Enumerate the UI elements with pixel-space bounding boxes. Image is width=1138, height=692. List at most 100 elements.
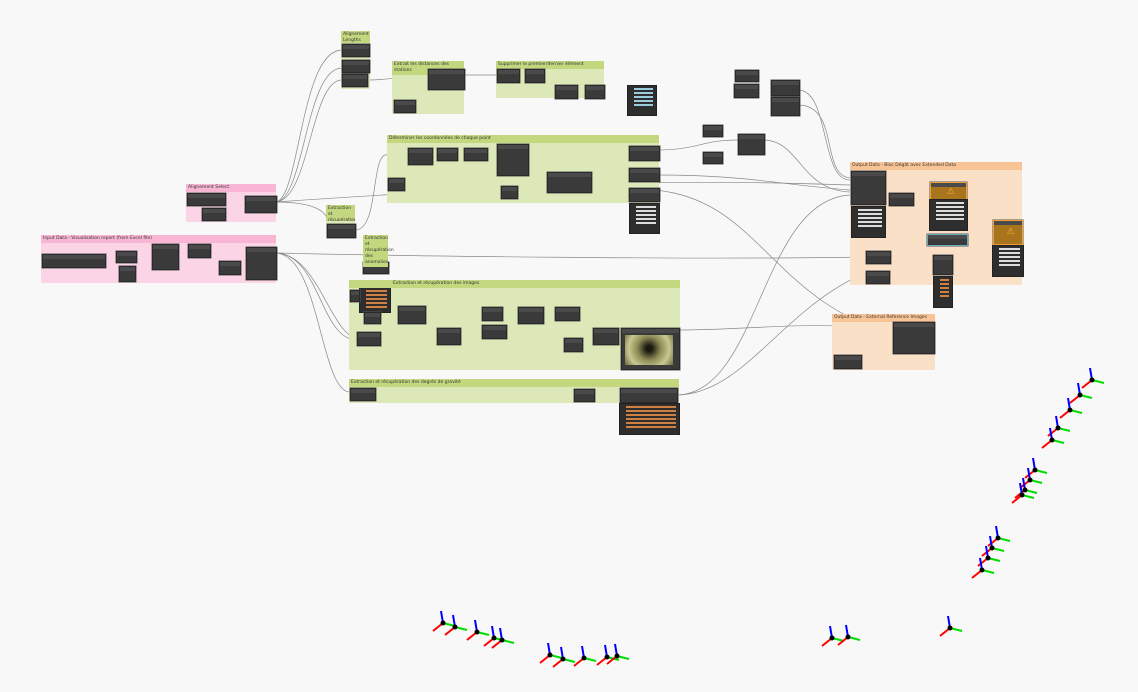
node[interactable] [245,196,277,213]
point-marker [604,654,610,660]
node[interactable] [629,146,660,161]
node[interactable] [518,307,544,324]
point-marker [1077,392,1083,398]
node[interactable] [933,255,953,275]
point-marker [989,545,995,551]
group-title: Déterminer les coordonnées de chaque poi… [387,135,659,143]
point-marker [979,567,985,573]
point-marker [581,655,587,661]
node[interactable] [327,224,356,238]
point-marker [499,637,505,643]
point-marker [985,555,991,561]
node[interactable] [437,328,461,345]
group-title: Extraction et récupération des distances [326,205,355,221]
node[interactable] [585,85,605,99]
node[interactable] [202,208,226,221]
node[interactable] [464,148,488,161]
node[interactable] [364,312,381,324]
warning-node[interactable] [993,220,1023,245]
selected-node[interactable] [927,234,968,246]
node[interactable] [188,244,211,258]
select-alignment-node[interactable] [187,193,226,206]
node[interactable] [525,69,545,83]
node[interactable] [547,172,592,193]
watch-node[interactable] [246,247,277,280]
excel-import-node[interactable] [152,244,179,270]
node[interactable] [497,144,529,176]
point-marker [829,635,835,641]
node[interactable] [437,148,458,161]
node[interactable] [734,84,759,98]
point-marker [1049,437,1055,443]
node[interactable] [398,306,426,324]
code-block-node[interactable] [119,266,136,282]
watch-node[interactable] [619,403,680,435]
watch-node[interactable] [629,203,660,234]
warning-node[interactable] [930,182,967,200]
node[interactable] [555,85,578,99]
watch-node[interactable] [359,287,391,313]
node[interactable] [771,80,800,96]
node[interactable] [394,100,416,113]
node[interactable] [703,125,723,137]
point-marker [440,620,446,626]
point-marker [491,635,497,641]
point-marker [452,624,458,630]
node[interactable] [629,188,660,202]
node[interactable] [219,261,241,275]
group-title: Alignement Lengths [341,31,370,43]
image-preview-node[interactable] [621,328,680,370]
tunnel-image [625,335,673,365]
node[interactable] [629,168,660,182]
node[interactable] [428,69,465,90]
watch-node[interactable] [992,245,1024,277]
point-marker [474,629,480,635]
node[interactable] [342,44,370,57]
node[interactable] [357,332,381,346]
block-insert-node[interactable] [851,171,886,205]
watch-node[interactable] [851,206,886,238]
point-marker [1067,407,1073,413]
node[interactable] [738,134,765,155]
group-title: Output Data - External Reference Images [832,314,935,322]
group-extract-anomalies[interactable]: Extraction et récupération des anomalies [363,235,394,273]
group-extract-distances[interactable]: Extraction et récupération des distances [326,205,355,238]
node[interactable] [834,355,862,369]
node[interactable] [771,97,800,116]
coordinate-axes-3d [432,367,1105,668]
watch-node[interactable] [933,276,953,308]
node[interactable] [342,60,370,73]
point-marker [845,634,851,640]
group-title: Extraction et récupération des degrés de… [349,379,679,387]
point-marker [1055,425,1061,431]
watch-node[interactable] [627,85,657,116]
node[interactable] [574,389,595,402]
point-marker [947,625,953,631]
node[interactable] [497,69,520,83]
node[interactable] [116,251,137,263]
node[interactable] [501,186,518,199]
node[interactable] [703,152,723,164]
node[interactable] [866,271,890,284]
node[interactable] [350,290,360,302]
point-marker [1019,492,1025,498]
node[interactable] [564,338,583,352]
node[interactable] [620,388,678,403]
node[interactable] [593,328,619,345]
node[interactable] [350,388,376,401]
node[interactable] [482,307,503,321]
point-marker [1027,477,1033,483]
file-path-node[interactable] [42,254,106,268]
watch-node[interactable] [929,199,968,231]
node[interactable] [408,148,433,165]
point-marker [1022,487,1028,493]
node[interactable] [555,307,580,321]
node[interactable] [866,251,891,264]
point-marker [1089,377,1095,383]
node[interactable] [342,74,368,87]
node[interactable] [889,193,914,206]
node[interactable] [388,178,405,191]
image-reference-node[interactable] [893,322,935,354]
node[interactable] [735,70,759,82]
node[interactable] [482,325,507,339]
